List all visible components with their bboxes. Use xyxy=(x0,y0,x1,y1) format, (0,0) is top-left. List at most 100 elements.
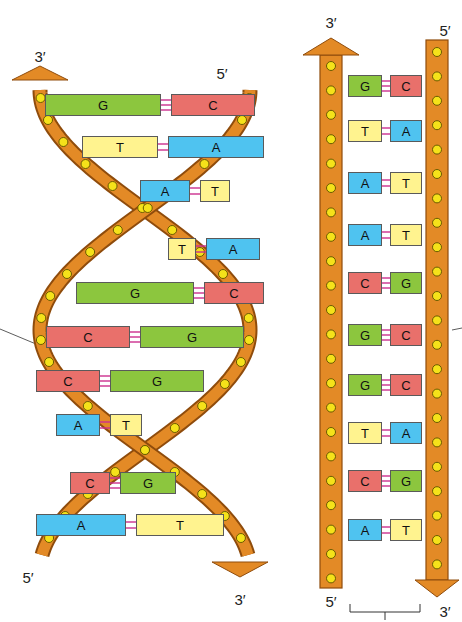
hydrogen-bond-line xyxy=(130,331,140,332)
phosphate-dot xyxy=(62,270,71,279)
base-letter: C xyxy=(360,276,369,291)
phosphate-dot xyxy=(327,306,336,315)
phosphate-dot xyxy=(113,226,122,235)
base-letter: G xyxy=(360,378,370,393)
hydrogen-bond-line xyxy=(161,109,171,110)
base-box: A xyxy=(348,172,382,194)
phosphate-dot xyxy=(86,248,95,257)
base-letter: A xyxy=(361,228,370,243)
strand-end-label: 3′ xyxy=(34,48,45,65)
leader-line xyxy=(0,329,36,344)
phosphate-dot xyxy=(433,414,442,423)
phosphate-dot xyxy=(433,267,442,276)
base-box: C xyxy=(171,94,255,116)
base-box: G xyxy=(45,94,161,116)
phosphate-dot xyxy=(433,487,442,496)
base-letter: C xyxy=(63,374,72,389)
hydrogen-bond-line xyxy=(382,379,390,380)
base-box: C xyxy=(348,272,382,294)
hydrogen-bond xyxy=(158,143,168,144)
hydrogen-bond-group xyxy=(382,180,390,186)
hydrogen-bond-line xyxy=(382,475,390,476)
phosphate-dot xyxy=(327,257,336,266)
phosphate-dot xyxy=(433,121,442,130)
hydrogen-bond xyxy=(382,85,390,86)
base-box: G xyxy=(348,75,382,97)
hydrogen-bond-line xyxy=(382,329,390,330)
phosphate-dot xyxy=(141,446,150,455)
hydrogen-bond-line xyxy=(100,385,110,386)
phosphate-dot xyxy=(36,336,45,345)
base-box: T xyxy=(390,172,422,194)
strand-end-arrow xyxy=(303,38,359,55)
backbone-outline xyxy=(40,90,250,555)
hydrogen-bond-group xyxy=(382,330,390,340)
phosphate-dot xyxy=(433,365,442,374)
base-letter: G xyxy=(143,476,153,491)
base-box: A xyxy=(168,136,264,158)
phosphate-dot xyxy=(433,389,442,398)
hydrogen-bond-line xyxy=(196,251,206,252)
base-box: A xyxy=(140,180,190,202)
hydrogen-bond-line xyxy=(382,389,390,390)
strand-end-label: 3′ xyxy=(439,603,450,620)
phosphate-dot xyxy=(327,501,336,510)
hydrogen-bond-line xyxy=(130,341,140,342)
phosphate-dot xyxy=(198,402,207,411)
phosphate-dot xyxy=(433,511,442,520)
hydrogen-bond-line xyxy=(382,90,390,91)
base-box: G xyxy=(120,472,176,494)
base-letter: C xyxy=(208,98,217,113)
strand-end-label: 5′ xyxy=(22,569,33,586)
base-letter: A xyxy=(402,426,411,441)
base-box: C xyxy=(36,370,100,392)
sugar-phosphate-backbone xyxy=(40,90,250,555)
phosphate-dot xyxy=(327,135,336,144)
hydrogen-bond-group xyxy=(382,430,390,436)
hydrogen-bond-line xyxy=(100,427,110,428)
phosphate-dot xyxy=(327,159,336,168)
hydrogen-bond xyxy=(382,127,390,128)
phosphate-dot xyxy=(143,204,152,213)
base-letter: T xyxy=(402,523,410,538)
phosphate-dot xyxy=(111,468,120,477)
hydrogen-bond-line xyxy=(382,277,390,278)
phosphate-dot xyxy=(327,86,336,95)
strand-end-label: 5′ xyxy=(216,65,227,82)
hydrogen-bond-line xyxy=(382,80,390,81)
hydrogen-bond xyxy=(382,179,390,180)
hydrogen-bond-line xyxy=(382,133,390,134)
hydrogen-bond-group xyxy=(382,232,390,238)
base-letter: C xyxy=(360,474,369,489)
phosphate-dot xyxy=(327,232,336,241)
base-box: C xyxy=(348,470,382,492)
base-letter: T xyxy=(361,124,369,139)
base-letter: C xyxy=(83,330,92,345)
hydrogen-bond-group xyxy=(382,128,390,134)
base-box: T xyxy=(348,120,382,142)
hydrogen-bond-group xyxy=(382,380,390,390)
base-letter: T xyxy=(211,184,219,199)
phosphate-dot xyxy=(433,243,442,252)
hydrogen-bond-group xyxy=(158,144,168,150)
strand-end-label: 5′ xyxy=(439,22,450,39)
phosphate-dot xyxy=(433,48,442,57)
hydrogen-bond-line xyxy=(110,487,120,488)
base-box: A xyxy=(348,519,382,541)
phosphate-dot xyxy=(83,402,92,411)
phosphate-dot xyxy=(245,336,254,345)
backbone-outline xyxy=(40,90,250,555)
base-box: G xyxy=(348,374,382,396)
base-letter: C xyxy=(401,79,410,94)
phosphate-dot xyxy=(327,281,336,290)
phosphate-dot xyxy=(141,446,150,455)
base-box: G xyxy=(348,324,382,346)
base-box: T xyxy=(82,136,158,158)
base-letter: T xyxy=(116,140,124,155)
phosphate-dot xyxy=(327,452,336,461)
base-letter: A xyxy=(361,176,370,191)
phosphate-dot xyxy=(433,340,442,349)
phosphate-dot xyxy=(433,145,442,154)
hydrogen-bond xyxy=(382,384,390,385)
